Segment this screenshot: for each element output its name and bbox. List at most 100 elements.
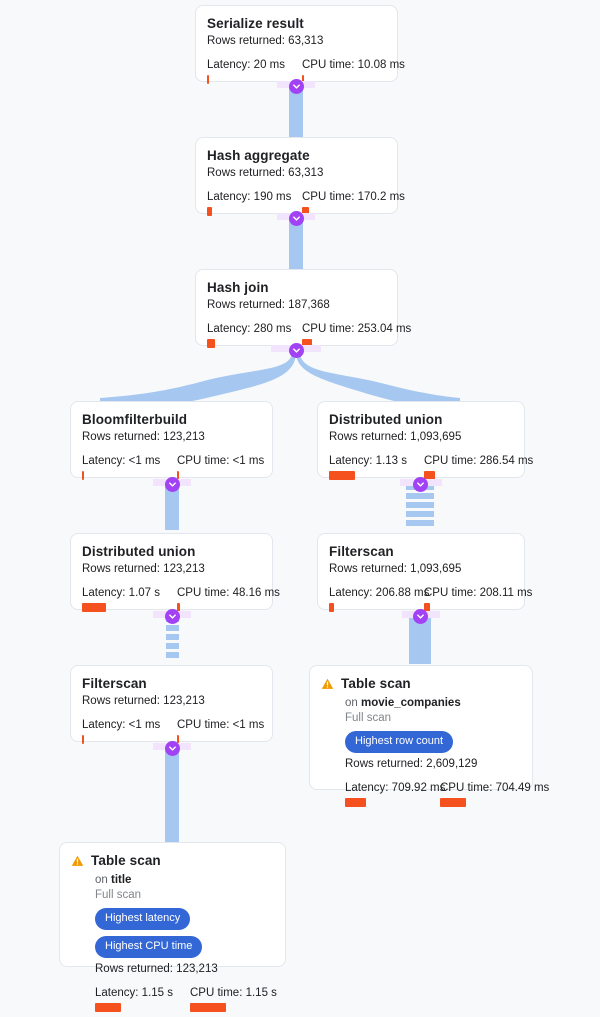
cpu-bar	[177, 603, 180, 612]
node-header: Bloomfilterbuild	[82, 411, 261, 428]
plan-node-distributed-union-right[interactable]: Distributed union Rows returned: 1,093,6…	[317, 401, 533, 480]
cpu-bar	[177, 735, 179, 744]
cpu-metric: CPU time: 1.15 s	[190, 986, 277, 1012]
collapse-toggle-filterscan-left[interactable]	[165, 741, 180, 756]
latency-metric: Latency: <1 ms	[82, 718, 177, 744]
cpu-bar	[440, 798, 466, 807]
plan-node-hash-aggregate[interactable]: Hash aggregate Rows returned: 63,313 Lat…	[195, 137, 405, 216]
latency-bar	[345, 798, 366, 807]
latency-label: Latency: 280 ms	[207, 323, 292, 335]
plan-node-hash-join[interactable]: Hash join Rows returned: 187,368 Latency…	[195, 269, 411, 348]
latency-bar	[329, 471, 355, 480]
plan-node-filterscan-left[interactable]: Filterscan Rows returned: 123,213 Latenc…	[70, 665, 273, 744]
collapse-toggle-distributed-union-right[interactable]	[413, 477, 428, 492]
latency-label: Latency: <1 ms	[82, 719, 161, 731]
cpu-label: CPU time: <1 ms	[177, 455, 265, 467]
cpu-bar	[190, 1003, 226, 1012]
node-header-text: Table scan	[91, 852, 161, 869]
node-rows-returned: Rows returned: 63,313	[207, 167, 324, 179]
plan-node-filterscan-right[interactable]: Filterscan Rows returned: 1,093,695 Late…	[317, 533, 532, 612]
plan-node-bloomfilterbuild[interactable]: Bloomfilterbuild Rows returned: 123,213 …	[70, 401, 273, 480]
latency-metric: Latency: 1.13 s	[329, 454, 424, 480]
collapse-toggle-hash-aggregate[interactable]	[289, 211, 304, 226]
plan-node-table-scan-title[interactable]: Table scan on title Full scan Highest la…	[59, 842, 286, 1012]
node-title: Table scan	[91, 853, 161, 868]
cpu-metric: CPU time: <1 ms	[177, 718, 264, 744]
cpu-label: CPU time: 253.04 ms	[302, 323, 412, 335]
collapse-toggle-distributed-union-left[interactable]	[165, 609, 180, 624]
node-title: Distributed union	[329, 412, 443, 427]
node-rows-returned: Rows returned: 123,213	[82, 431, 205, 443]
warning-icon	[321, 677, 334, 695]
collapse-toggle-hash-join[interactable]	[289, 343, 304, 358]
edge-filterscan-to-tablescan-right	[409, 616, 431, 664]
on-prefix: on	[345, 697, 358, 709]
cpu-metric: CPU time: 253.04 ms	[302, 322, 411, 348]
cpu-bar	[424, 471, 435, 480]
node-metrics: Latency: <1 ms CPU time: <1 ms	[82, 718, 264, 744]
latency-label: Latency: 1.13 s	[329, 455, 407, 467]
cpu-label: CPU time: <1 ms	[177, 719, 265, 731]
node-header: Distributed union	[329, 411, 513, 428]
latency-bar	[82, 735, 84, 744]
node-metrics: Latency: 190 ms CPU time: 170.2 ms	[207, 190, 405, 216]
latency-label: Latency: <1 ms	[82, 455, 161, 467]
cpu-label: CPU time: 208.11 ms	[424, 587, 533, 599]
node-body: on movie_companies Full scan Highest row…	[345, 696, 549, 807]
node-title: Bloomfilterbuild	[82, 412, 188, 427]
latency-bar	[207, 339, 215, 348]
plan-node-distributed-union-left[interactable]: Distributed union Rows returned: 123,213…	[70, 533, 280, 612]
node-rows-returned: Rows returned: 2,609,129	[345, 758, 478, 770]
cpu-bar	[302, 207, 309, 216]
node-metrics: Latency: 1.15 s CPU time: 1.15 s	[95, 986, 277, 1012]
latency-metric: Latency: 709.92 ms	[345, 781, 445, 807]
latency-metric: Latency: 1.07 s	[82, 586, 177, 612]
edge-hashjoin-to-bloomfilterbuild	[100, 352, 296, 412]
latency-label: Latency: 206.88 ms	[329, 587, 430, 599]
plan-node-table-scan-movie-companies[interactable]: Table scan on movie_companies Full scan …	[309, 665, 549, 807]
node-rows-returned: Rows returned: 187,368	[207, 299, 330, 311]
collapse-toggle-filterscan-right[interactable]	[413, 609, 428, 624]
cpu-metric: CPU time: 170.2 ms	[302, 190, 405, 216]
latency-bar	[207, 207, 212, 216]
cpu-bar	[424, 603, 430, 612]
node-badges: Highest latency Highest CPU time	[95, 908, 274, 958]
latency-bar	[82, 603, 106, 612]
latency-label: Latency: 1.15 s	[95, 987, 173, 999]
cpu-metric: CPU time: <1 ms	[177, 454, 264, 480]
node-badges: Highest row count	[345, 731, 521, 753]
node-header: Distributed union	[82, 543, 261, 560]
table-name: movie_companies	[361, 697, 461, 709]
node-header: Hash join	[207, 279, 386, 296]
latency-metric: Latency: <1 ms	[82, 454, 177, 480]
latency-label: Latency: 20 ms	[207, 59, 285, 71]
cpu-metric: CPU time: 704.49 ms	[440, 781, 549, 807]
node-table-reference: on title	[95, 873, 274, 888]
badge-highest-cpu-time[interactable]: Highest CPU time	[95, 936, 203, 958]
node-scan-type: Full scan	[345, 712, 392, 724]
node-header: Filterscan	[82, 675, 261, 692]
badge-highest-latency[interactable]: Highest latency	[95, 908, 191, 930]
node-metrics: Latency: 206.88 ms CPU time: 208.11 ms	[329, 586, 532, 612]
badge-highest-row-count[interactable]: Highest row count	[345, 731, 454, 753]
node-rows-returned: Rows returned: 123,213	[95, 963, 218, 975]
table-name: title	[111, 874, 132, 886]
node-title: Hash aggregate	[207, 148, 310, 163]
edge-hashjoin-to-distributedunion-right	[296, 352, 460, 412]
node-rows-returned: Rows returned: 1,093,695	[329, 563, 462, 575]
node-header: Serialize result	[207, 15, 386, 32]
node-table-reference: on movie_companies	[345, 696, 521, 711]
node-header: Table scan	[321, 675, 521, 695]
cpu-label: CPU time: 48.16 ms	[177, 587, 280, 599]
cpu-bar	[302, 75, 304, 84]
latency-bar	[95, 1003, 121, 1012]
plan-node-serialize-result[interactable]: Serialize result Rows returned: 63,313 L…	[195, 5, 405, 84]
latency-label: Latency: 1.07 s	[82, 587, 160, 599]
node-title: Distributed union	[82, 544, 196, 559]
collapse-toggle-bloomfilterbuild[interactable]	[165, 477, 180, 492]
node-header: Hash aggregate	[207, 147, 386, 164]
collapse-toggle-serialize-result[interactable]	[289, 79, 304, 94]
latency-metric: Latency: 280 ms	[207, 322, 302, 348]
node-body: on title Full scan Highest latency Highe…	[95, 873, 277, 1012]
